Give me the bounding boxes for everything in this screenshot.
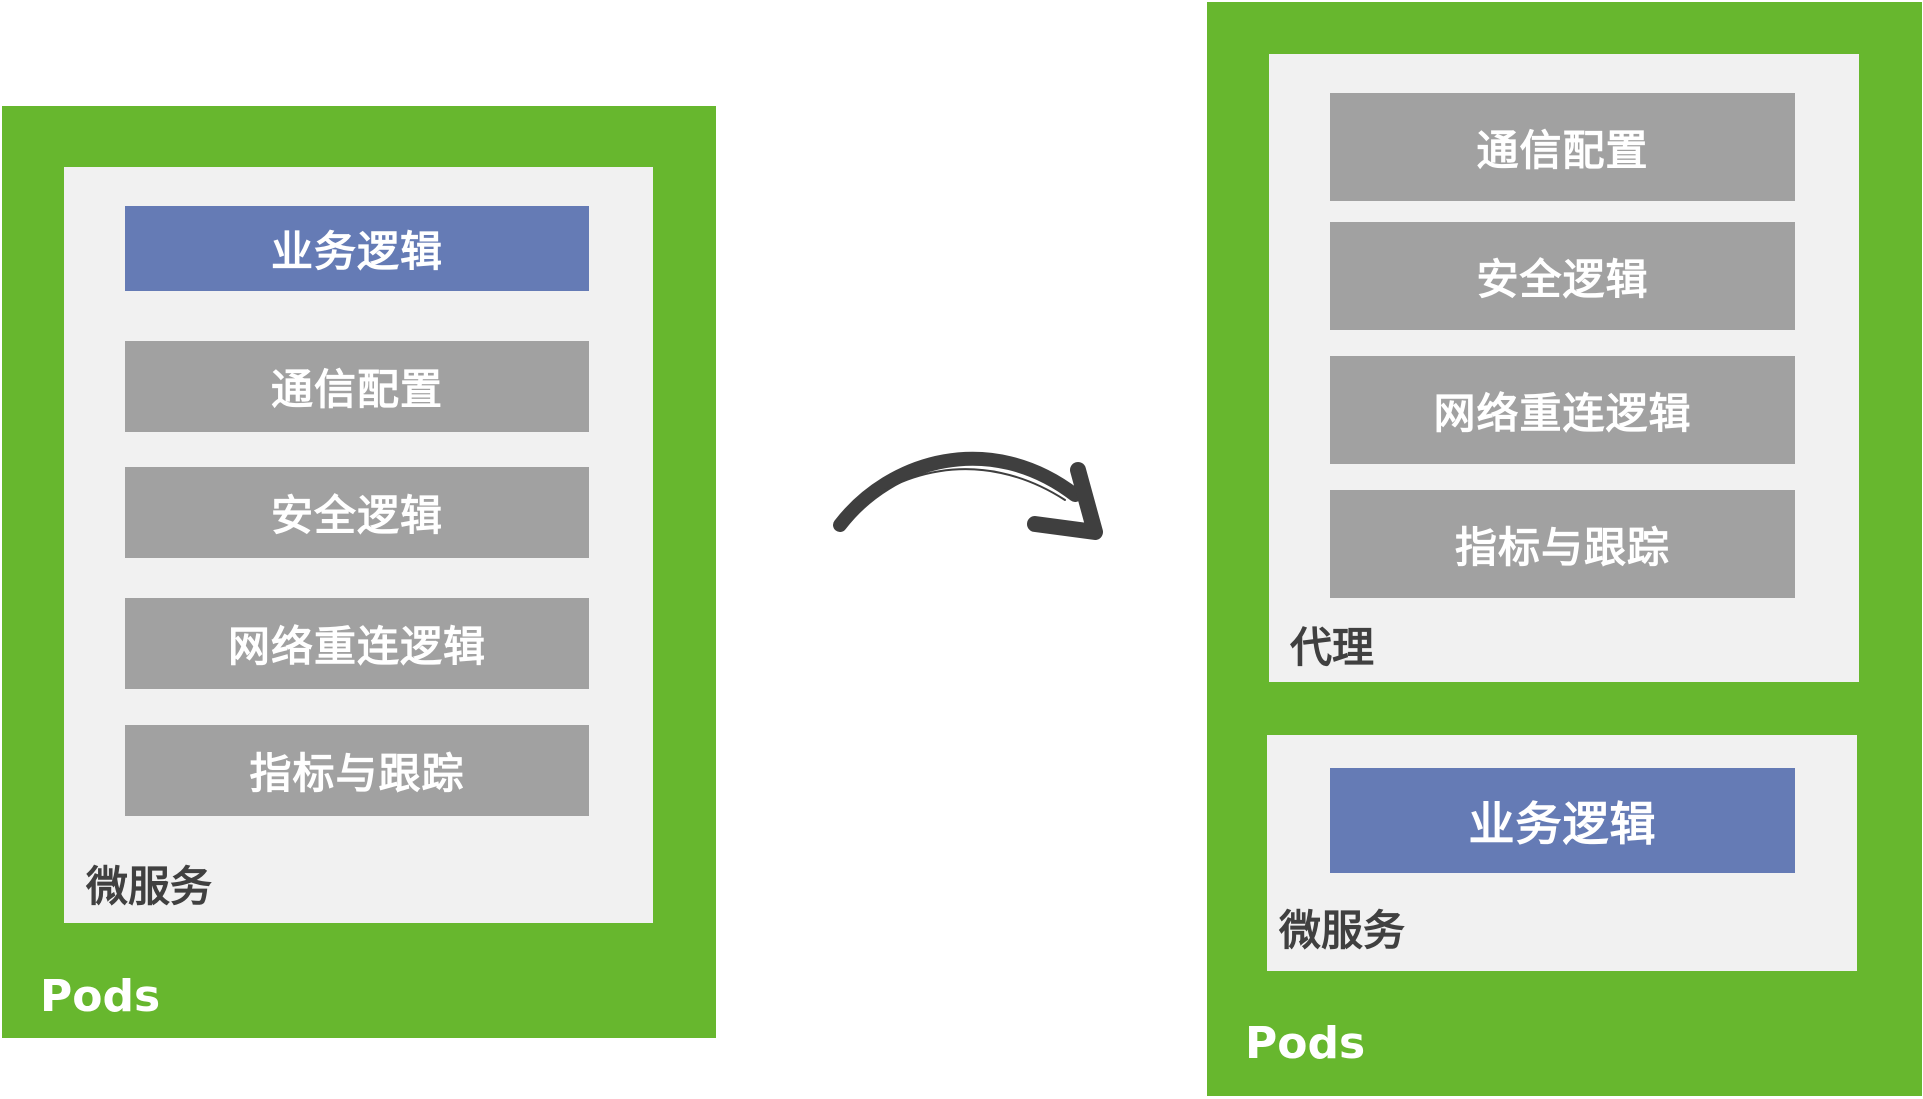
right-proxy-label: 代理 xyxy=(1290,623,1375,672)
left-pod-label: Pods xyxy=(40,971,161,1022)
left-item-comm-config: 通信配置 xyxy=(125,341,589,432)
left-item-metrics-tracing: 指标与跟踪 xyxy=(125,725,589,816)
right-business-logic-box: 业务逻辑 xyxy=(1330,768,1795,873)
right-pod-label: Pods xyxy=(1245,1018,1366,1069)
right-item-metrics-tracing: 指标与跟踪 xyxy=(1330,490,1795,598)
curved-arrow-right-icon xyxy=(833,451,1103,540)
left-business-logic-box: 业务逻辑 xyxy=(125,206,589,291)
right-item-security-logic: 安全逻辑 xyxy=(1330,222,1795,330)
left-item-reconnect-logic: 网络重连逻辑 xyxy=(125,598,589,689)
right-microservice-label: 微服务 xyxy=(1279,906,1406,955)
right-item-reconnect-logic: 网络重连逻辑 xyxy=(1330,356,1795,464)
left-item-security-logic: 安全逻辑 xyxy=(125,467,589,558)
right-item-comm-config: 通信配置 xyxy=(1330,93,1795,201)
left-microservice-label: 微服务 xyxy=(86,862,213,911)
